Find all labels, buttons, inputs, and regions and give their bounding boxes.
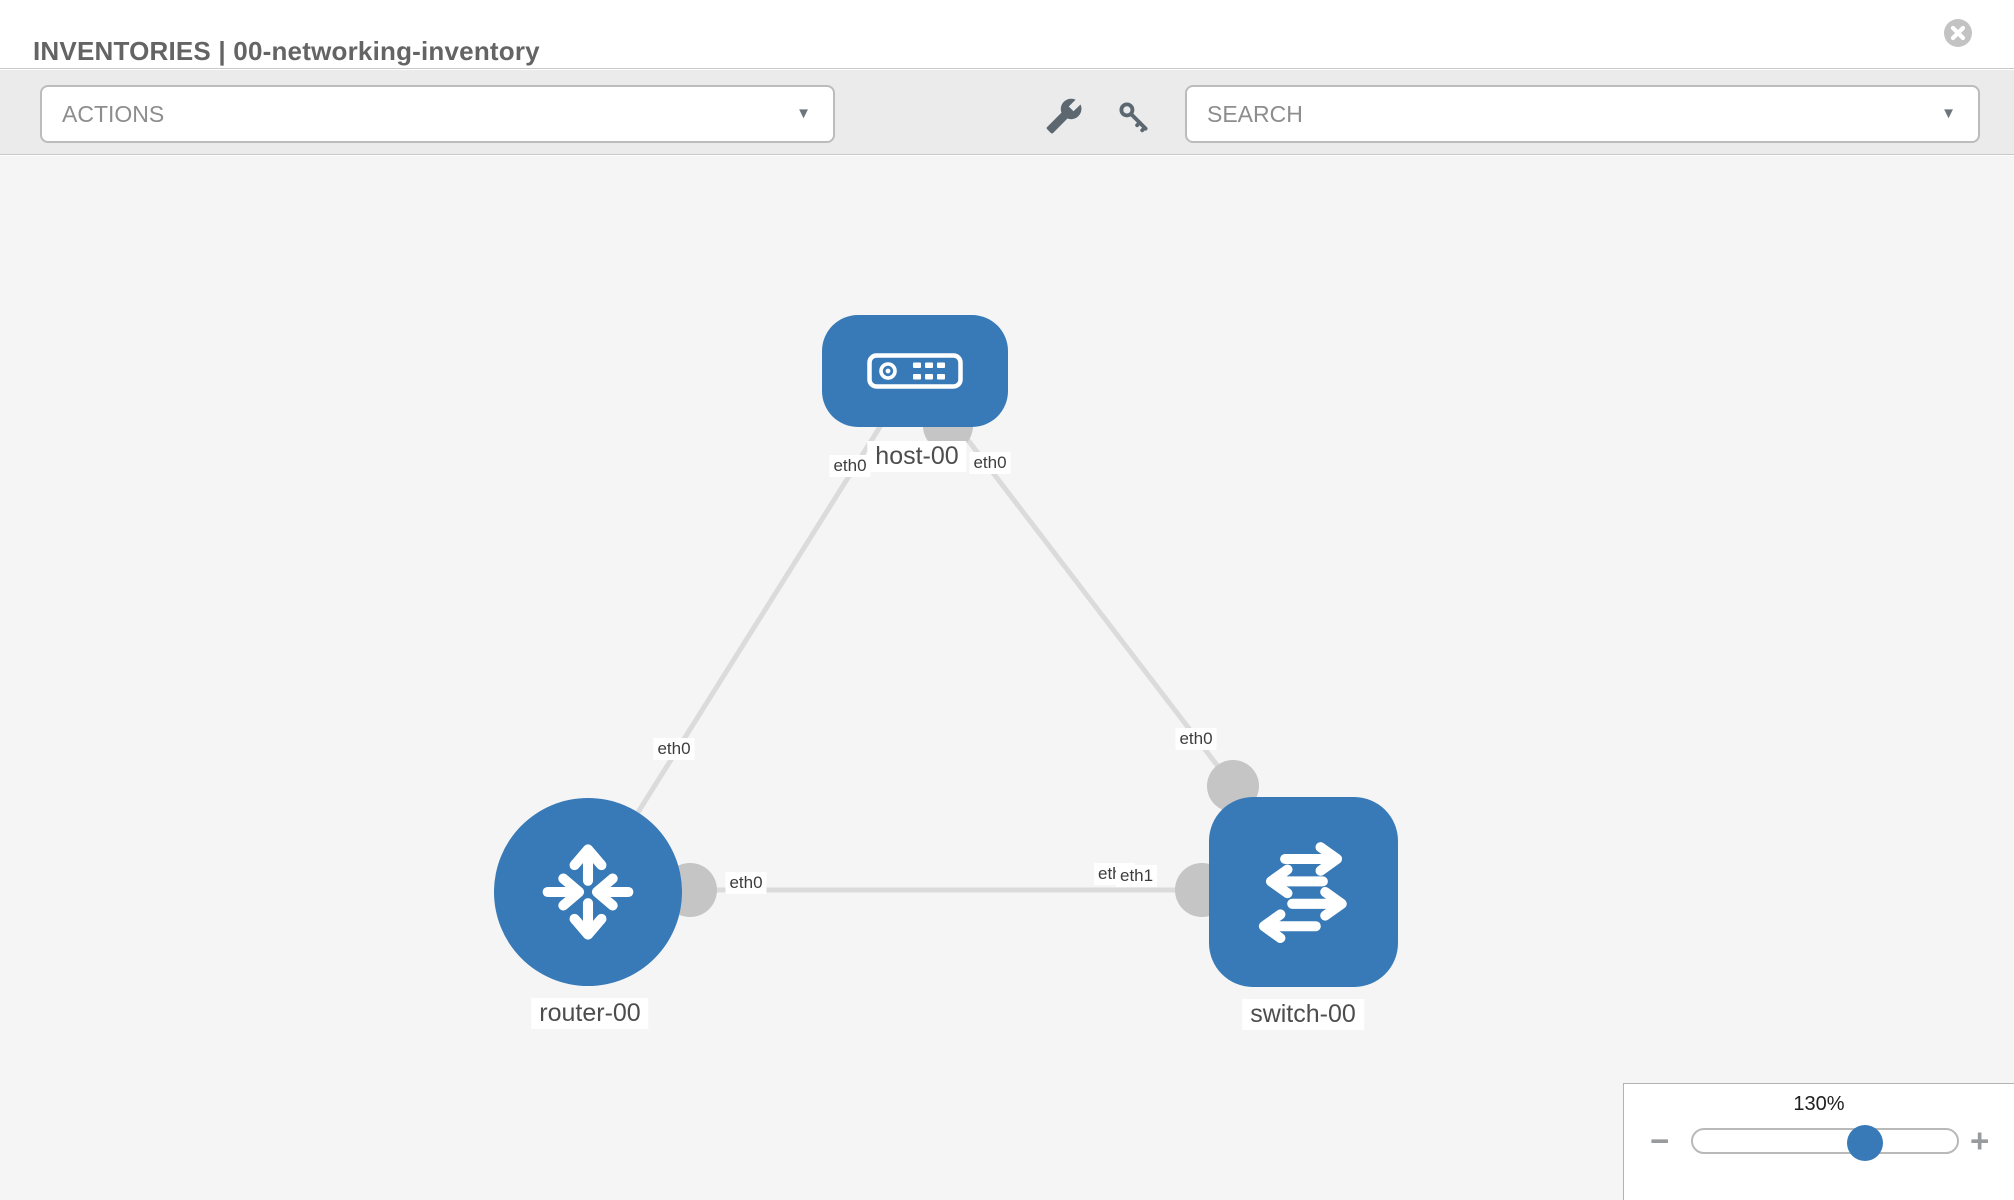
interface-label-host-eth0-left: eth0 xyxy=(829,455,871,477)
node-label-host: host-00 xyxy=(867,441,967,472)
node-switch-00[interactable] xyxy=(1209,797,1398,987)
chevron-down-icon: ▼ xyxy=(796,105,811,122)
close-button[interactable] xyxy=(1943,18,1973,48)
topology-canvas[interactable]: host-00 router-00 switch-00 eth0 eth0 et… xyxy=(0,156,2014,1200)
zoom-panel: 130% − + xyxy=(1623,1083,2014,1200)
router-arrows-icon xyxy=(542,844,634,940)
search-dropdown-label: SEARCH xyxy=(1207,101,1303,127)
interface-label-link-host-switch: eth0 xyxy=(1175,728,1217,750)
close-icon xyxy=(1944,19,1972,47)
interface-label-router-eth0: eth0 xyxy=(725,872,767,894)
search-dropdown[interactable]: SEARCH ▼ xyxy=(1185,85,1980,143)
actions-dropdown[interactable]: ACTIONS ▼ xyxy=(40,85,835,143)
zoom-level: 130% xyxy=(1793,1093,1845,1115)
zoom-out-button[interactable]: − xyxy=(1650,1122,1670,1159)
switch-arrows-icon xyxy=(1258,842,1347,944)
actions-dropdown-label: ACTIONS xyxy=(62,101,165,127)
chevron-down-icon: ▼ xyxy=(1941,105,1956,122)
zoom-slider-handle[interactable] xyxy=(1847,1125,1883,1161)
header: INVENTORIES | 00-networking-inventory xyxy=(0,0,2014,69)
toolbar: ACTIONS ▼ SEARCH ▼ xyxy=(0,70,2014,155)
node-host-00[interactable] xyxy=(822,315,1008,427)
wrench-button[interactable] xyxy=(1045,97,1083,140)
wrench-icon xyxy=(1046,98,1082,134)
page-title: INVENTORIES | 00-networking-inventory xyxy=(33,36,540,67)
node-router-00[interactable] xyxy=(494,798,682,986)
key-icon xyxy=(1119,102,1148,133)
key-button[interactable] xyxy=(1117,100,1151,139)
zoom-slider-track[interactable] xyxy=(1691,1125,1959,1161)
interface-label-switch-eth1: eth1 xyxy=(1116,865,1158,887)
node-label-switch: switch-00 xyxy=(1242,999,1364,1030)
node-label-router: router-00 xyxy=(531,998,649,1029)
interface-label-link-host-router: eth0 xyxy=(653,738,695,760)
server-icon xyxy=(867,353,963,389)
links-layer xyxy=(585,369,1303,917)
interface-label-host-eth0-right: eth0 xyxy=(969,452,1011,474)
zoom-in-button[interactable]: + xyxy=(1970,1122,1990,1159)
